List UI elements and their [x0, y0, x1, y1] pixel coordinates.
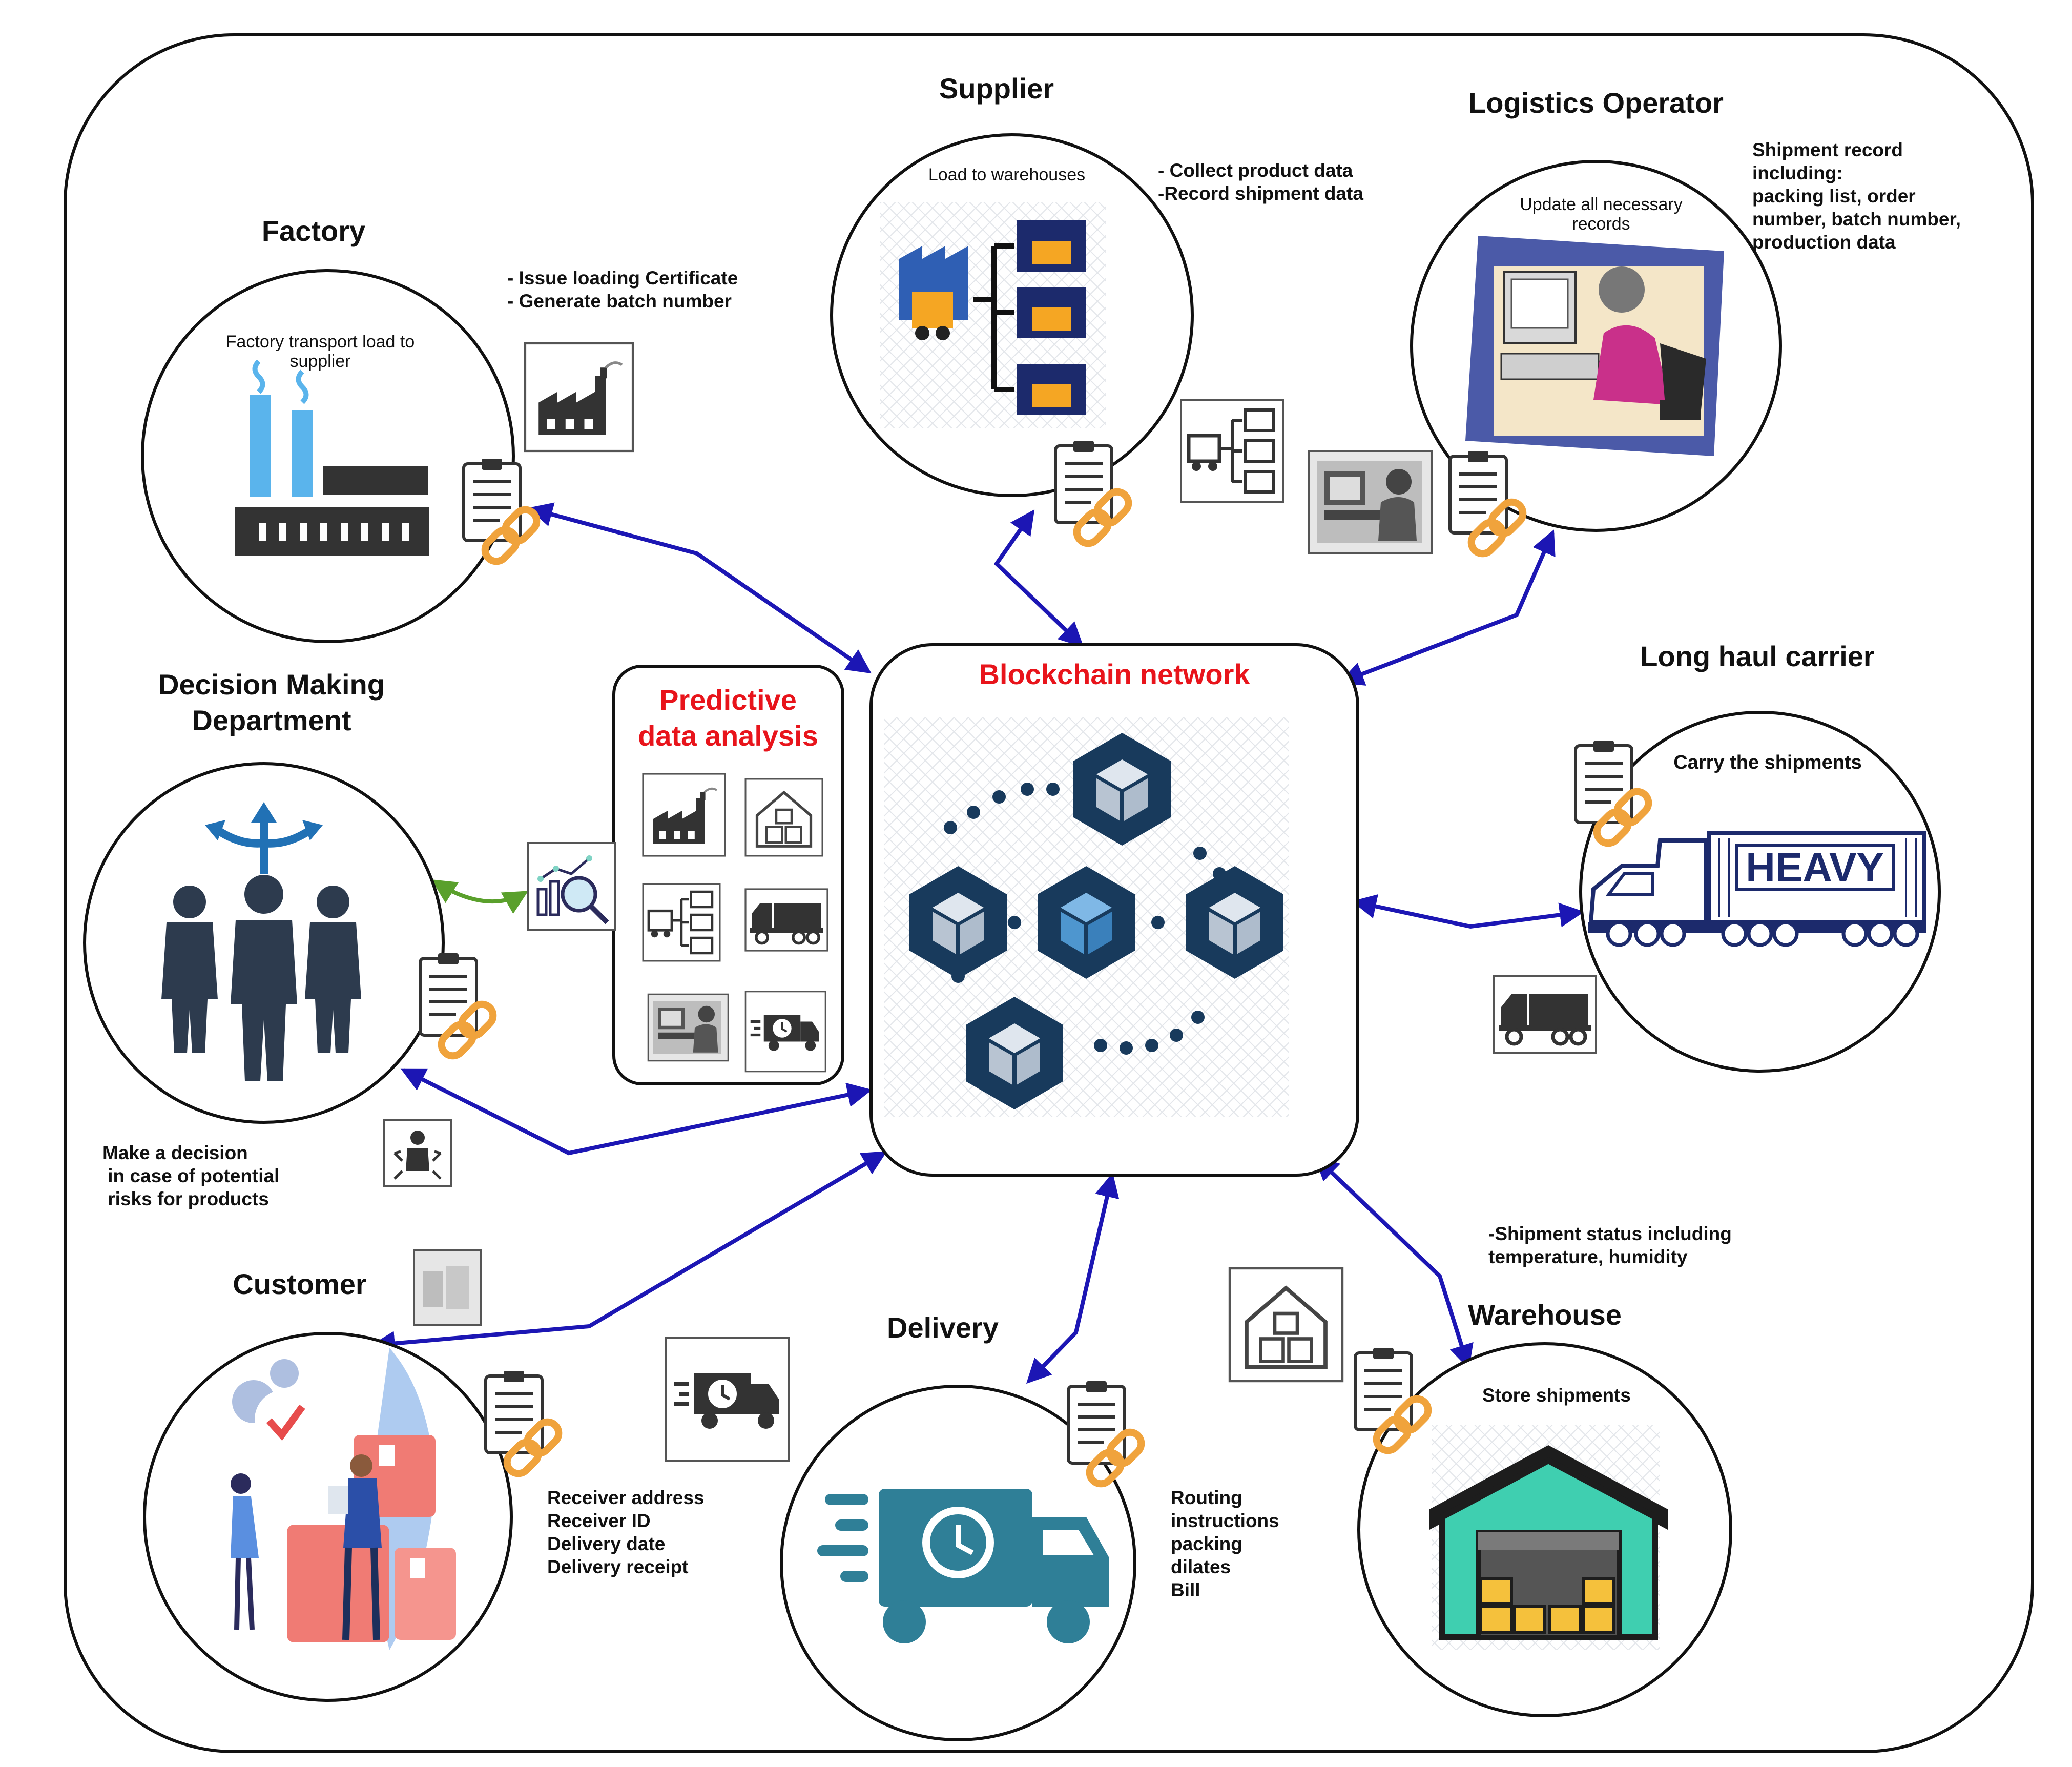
warehouse-icon: [745, 779, 822, 856]
arrow-supplier-hub: [993, 509, 1084, 647]
customer-circle: [143, 1332, 513, 1702]
delivery-node: Delivery Routing instructions packing di…: [780, 1311, 1279, 1741]
customer-note-1: Receiver address: [547, 1487, 704, 1508]
decision-note-2: in case of potential: [102, 1165, 279, 1186]
operator-computer-icon: [647, 993, 729, 1062]
arrow-factory-hub: [528, 502, 872, 674]
arrow-decision-analytics: [431, 879, 529, 914]
arrow-delivery-hub: [1026, 1172, 1120, 1384]
factory-title: Factory: [262, 215, 365, 247]
factory-circle: [141, 269, 515, 643]
factory-node: Factory Factory transport load to suppli…: [141, 215, 738, 643]
logistics-note-2: including:: [1752, 162, 1843, 183]
decision-clipboard-link-icon: [420, 953, 498, 1060]
longhaul-title: Long haul carrier: [1640, 640, 1874, 672]
warehouse-note-1: -Shipment status including: [1488, 1223, 1732, 1244]
delivery-note-2: instructions: [1171, 1510, 1279, 1531]
customer-receiving-delivery-illustration-icon: [231, 1348, 456, 1650]
longhaul-caption: Carry the shipments: [1673, 752, 1861, 773]
operator-at-computer-illustration-icon: [1465, 236, 1724, 456]
decision-title-line1: Decision Making: [158, 668, 385, 701]
warehouse-node: Warehouse Store shipments -Shipment stat…: [1230, 1223, 1732, 1717]
supplier-warehouses-icon: [643, 884, 720, 961]
customer-note-3: Delivery date: [547, 1533, 665, 1554]
factory-caption-line2: supplier: [289, 352, 350, 371]
truck-icon: [745, 889, 827, 951]
delivery-truck-illustration-icon: [817, 1489, 1109, 1643]
connection-arrows: [370, 502, 1585, 1384]
heavy-truck-illustration-icon: HEAVY: [1588, 831, 1926, 947]
logistics-title: Logistics Operator: [1468, 87, 1724, 119]
supplier-small-icon: [1181, 400, 1283, 502]
factory-caption-line1: Factory transport load to: [226, 332, 415, 352]
heavy-truck-text: HEAVY: [1746, 845, 1884, 890]
delivery-title: Delivery: [887, 1311, 999, 1344]
logistics-operator-node: Logistics Operator Update all necessary …: [1308, 87, 1961, 558]
supplier-caption: Load to warehouses: [928, 165, 1085, 184]
logistics-note-1: Shipment record: [1752, 139, 1903, 160]
logistics-note-4: number, batch number,: [1752, 209, 1961, 230]
arrow-longhaul-hub: [1351, 894, 1585, 929]
logistics-caption-line2: records: [1572, 214, 1630, 234]
warehouse-caption: Store shipments: [1482, 1385, 1631, 1406]
arrow-customer-hub: [370, 1151, 887, 1356]
decision-title-line2: Department: [192, 704, 351, 736]
outer-frame: [64, 33, 2034, 1753]
warehouse-illustration-icon: [1429, 1425, 1668, 1650]
supplier-title: Supplier: [939, 72, 1054, 105]
analytics-magnifier-icon: [528, 843, 615, 930]
customer-small-photo-icon: [413, 1249, 482, 1326]
business-people-decision-icon: [161, 802, 361, 1081]
delivery-truck-icon: [745, 992, 825, 1072]
supplier-note-2: -Record shipment data: [1158, 183, 1363, 204]
delivery-note-4: dilates: [1171, 1556, 1231, 1577]
warehouse-title: Warehouse: [1468, 1299, 1622, 1331]
logistics-note-3: packing list, order: [1752, 186, 1916, 207]
supplier-node: Supplier Load to warehouses - Collect pr…: [830, 72, 1363, 548]
long-haul-carrier-node: Long haul carrier Carry the shipments HE…: [1494, 640, 1941, 1073]
hub-title: Blockchain network: [979, 658, 1250, 690]
factory-note-2: - Generate batch number: [507, 291, 732, 312]
warehouse-note-2: temperature, humidity: [1488, 1246, 1688, 1267]
arrow-logistics-hub: [1339, 529, 1556, 686]
factory-small-icon: [525, 343, 633, 451]
blockchain-cubes-icon: [909, 733, 1283, 1109]
delivery-note-5: Bill: [1171, 1579, 1200, 1600]
delivery-note-1: Routing: [1171, 1487, 1242, 1508]
factory-illustration-icon: [235, 359, 429, 556]
operator-small-photo-icon: [1308, 450, 1433, 554]
customer-node: Customer Receiver add: [143, 1249, 789, 1702]
customer-small-delivery-icon: [666, 1338, 789, 1461]
logistics-caption-line1: Update all necessary: [1520, 195, 1683, 214]
predictive-title-line2: data analysis: [638, 720, 818, 752]
blockchain-hub: Blockchain network: [869, 643, 1359, 1177]
customer-title: Customer: [233, 1268, 366, 1300]
decision-note-3: risks for products: [102, 1188, 269, 1209]
predictive-title-line1: Predictive: [659, 684, 797, 716]
decision-making-node: Decision Making Department Make a decisi…: [83, 668, 615, 1209]
logistics-note-5: production data: [1752, 232, 1896, 253]
supplier-warehouses-illustration-icon: [880, 202, 1106, 428]
factory-note-1: - Issue loading Certificate: [507, 268, 738, 289]
delivery-note-3: packing: [1171, 1533, 1242, 1554]
decision-note-1: Make a decision: [102, 1142, 248, 1163]
customer-note-2: Receiver ID: [547, 1510, 651, 1531]
longhaul-small-truck-icon: [1494, 976, 1596, 1053]
factory-icon: [643, 774, 725, 856]
arrow-warehouse-hub: [1314, 1156, 1474, 1369]
customer-note-4: Delivery receipt: [547, 1556, 689, 1577]
supplier-note-1: - Collect product data: [1158, 160, 1353, 181]
warehouse-small-icon: [1230, 1268, 1342, 1381]
predictive-analysis-panel: Predictive data analysis: [612, 665, 844, 1085]
decision-small-icon: [384, 1120, 451, 1186]
